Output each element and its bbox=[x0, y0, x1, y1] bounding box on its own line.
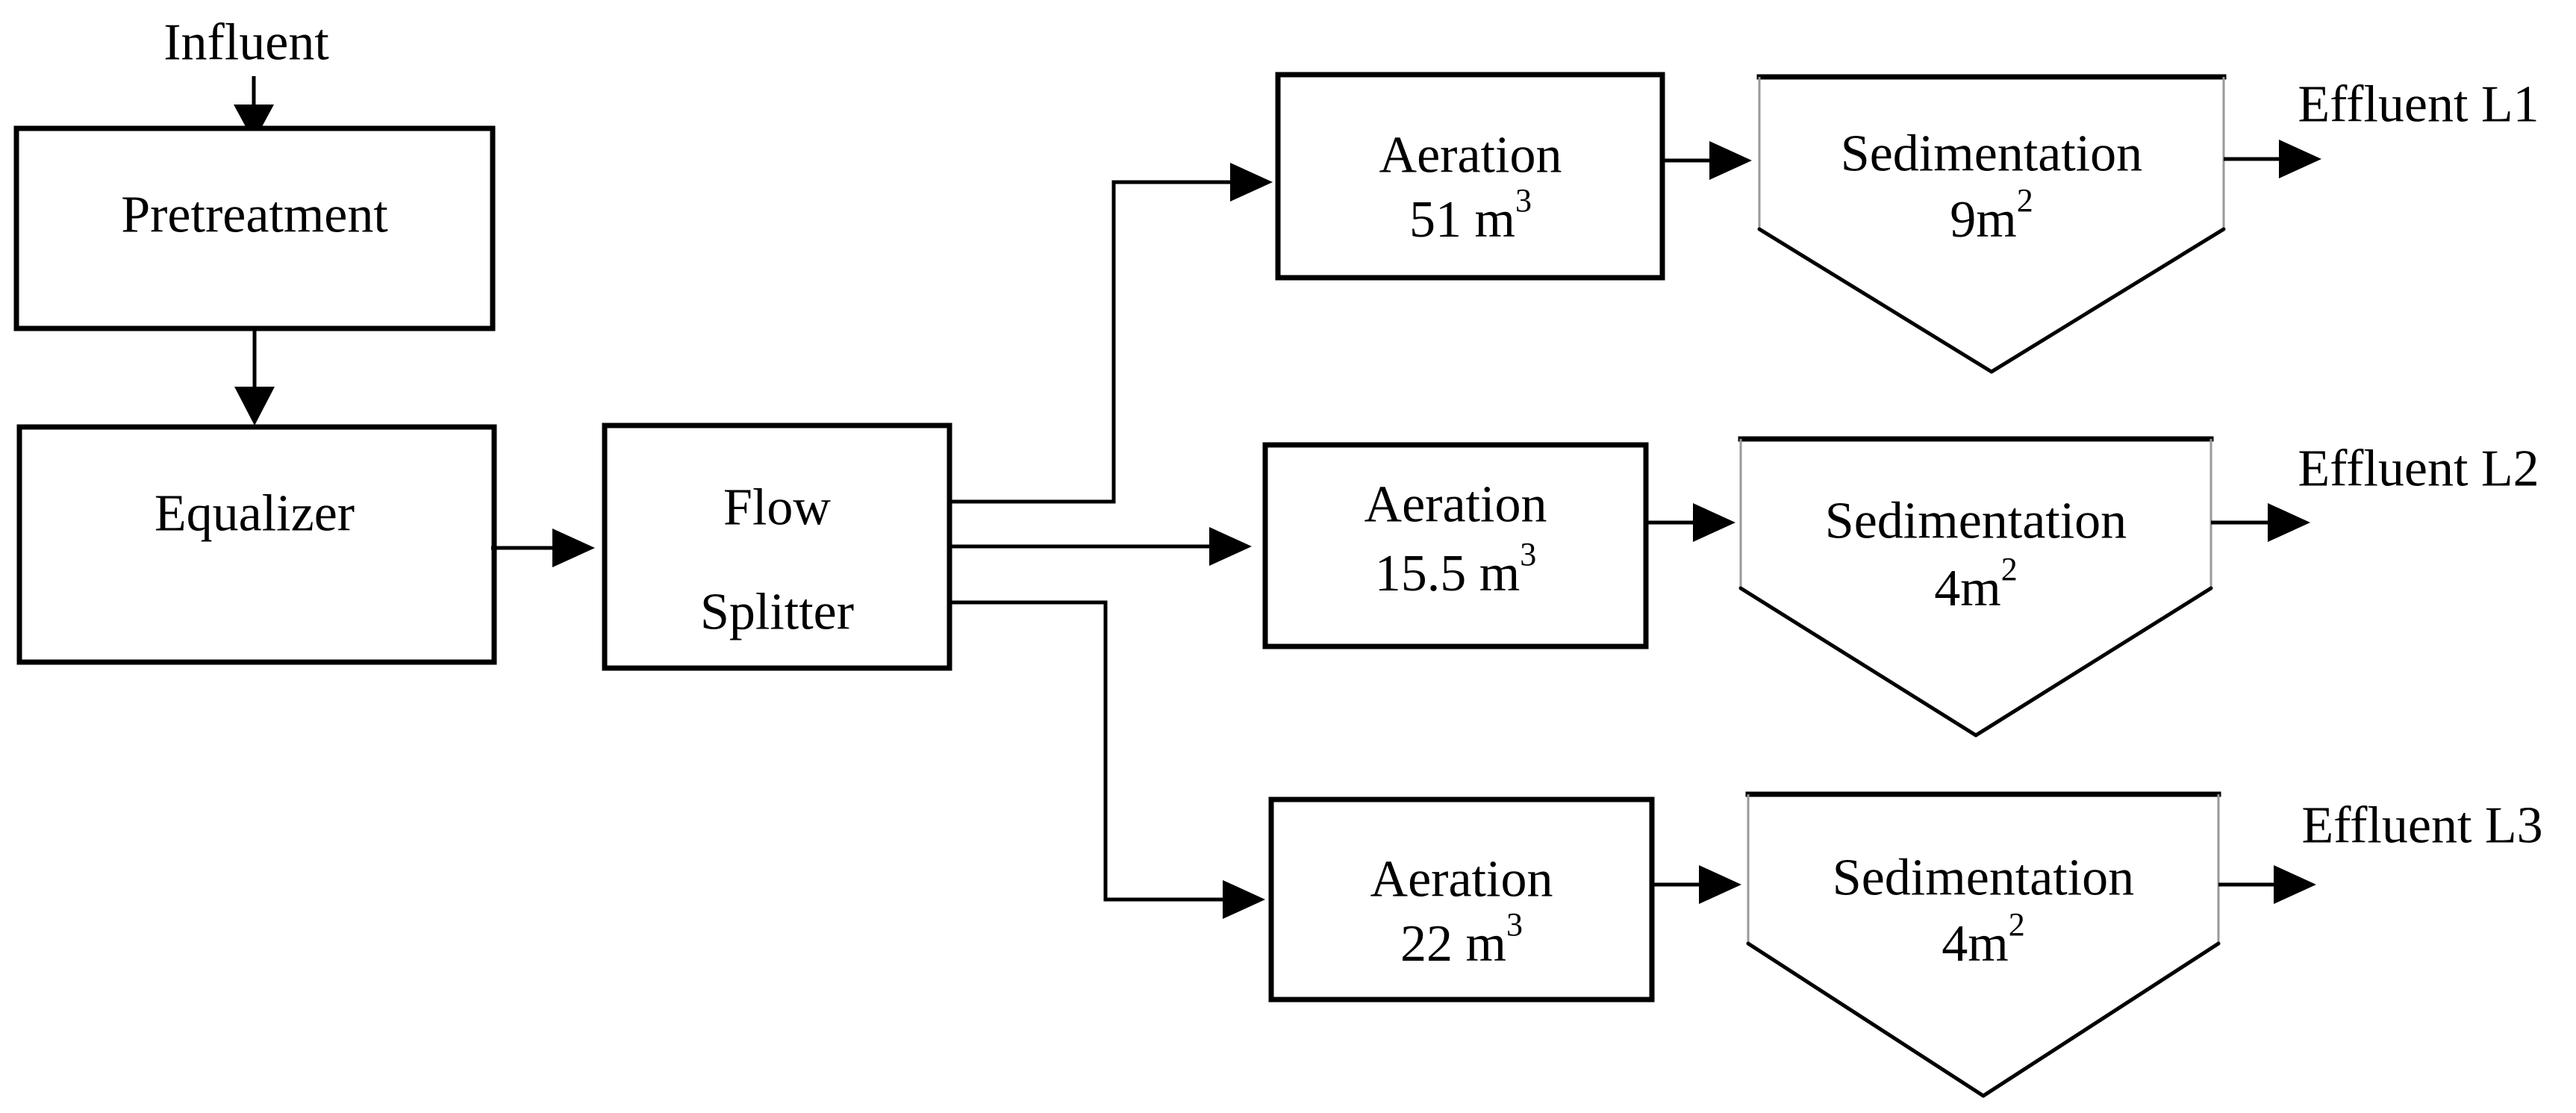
effluent-label-line2: Effluent L2 bbox=[2298, 440, 2539, 498]
aeration-volume-exponent: 3 bbox=[1515, 182, 1532, 219]
sedimentation-label-line2: Sedimentation bbox=[1825, 493, 2127, 550]
pretreatment-box bbox=[13, 125, 496, 331]
sedimentation-label-line3: Sedimentation bbox=[1833, 849, 2134, 907]
flow-splitter-node: Flow Splitter bbox=[602, 423, 952, 671]
effluent-connector-line3 bbox=[2218, 865, 2316, 904]
arrowhead-right-icon bbox=[552, 529, 595, 567]
equalizer-node: Equalizer bbox=[16, 424, 497, 665]
aeration-volume-exponent: 3 bbox=[1506, 906, 1523, 943]
treatment-line-2: Aeration 15.5 m3 Sedimentation 4m2 Efflu… bbox=[1262, 436, 2539, 738]
flow-splitter-box bbox=[602, 423, 952, 671]
arrowhead-right-icon bbox=[1209, 527, 1252, 566]
sedimentation-label-line1: Sedimentation bbox=[1841, 125, 2142, 183]
sedimentation-area-line3: 4m2 bbox=[1942, 906, 2024, 973]
effluent-label-line3: Effluent L3 bbox=[2301, 797, 2542, 855]
aeration-volume-line1: 51 m3 bbox=[1409, 182, 1532, 249]
arrowhead-right-icon bbox=[1693, 503, 1735, 542]
effluent-connector-line2 bbox=[2211, 503, 2310, 542]
splitter-to-aeration1-connector bbox=[949, 163, 1273, 504]
sedimentation-tank-line2: Sedimentation 4m2 bbox=[1738, 436, 2214, 738]
aeration-volume-value: 22 m bbox=[1400, 915, 1506, 973]
aeration-volume-line2: 15.5 m3 bbox=[1375, 536, 1536, 602]
sedimentation-hopper-right-edge bbox=[1989, 227, 2226, 374]
treatment-line-1: Aeration 51 m3 Sedimentation 9m2 Effluen… bbox=[1275, 72, 2539, 374]
arrowhead-down-icon bbox=[234, 387, 275, 425]
aeration-volume-value: 51 m bbox=[1409, 191, 1515, 249]
aeration1-to-sedimentation1-connector bbox=[1662, 141, 1752, 180]
connector-line bbox=[949, 600, 1224, 902]
influent-label: Influent bbox=[163, 14, 329, 72]
sedimentation-area-line2: 4m2 bbox=[1934, 551, 2017, 617]
arrowhead-down-icon bbox=[234, 105, 274, 142]
sedimentation-area-value: 4m bbox=[1934, 560, 2000, 617]
arrowhead-right-icon bbox=[2274, 865, 2316, 904]
sedimentation-shape-line1 bbox=[1759, 77, 2224, 372]
effluent-label-line1: Effluent L1 bbox=[2298, 76, 2539, 134]
connector-line bbox=[949, 180, 1232, 504]
sedimentation-tank-line3: Sedimentation 4m2 bbox=[1745, 791, 2221, 1098]
equalizer-to-splitter-connector bbox=[491, 529, 595, 567]
arrowhead-right-icon bbox=[2268, 503, 2310, 542]
arrowhead-right-icon bbox=[1709, 141, 1752, 180]
aeration2-to-sedimentation2-connector bbox=[1646, 503, 1735, 542]
sedimentation-area-exponent: 2 bbox=[2009, 906, 2025, 943]
flow-splitter-label-line2: Splitter bbox=[700, 584, 854, 641]
aeration-box-line1 bbox=[1275, 72, 1665, 281]
splitter-to-aeration2-connector bbox=[949, 527, 1252, 566]
aeration-box-line3 bbox=[1268, 796, 1655, 1003]
aeration3-to-sedimentation3-connector bbox=[1652, 865, 1741, 904]
aeration-label-line1: Aeration bbox=[1379, 127, 1562, 184]
arrowhead-right-icon bbox=[1699, 865, 1741, 904]
sedimentation-hopper-left-edge bbox=[1757, 227, 1994, 374]
flow-splitter-label-line1: Flow bbox=[723, 479, 831, 537]
sedimentation-tank-line1: Sedimentation 9m2 bbox=[1756, 74, 2227, 374]
arrowhead-right-icon bbox=[1223, 880, 1265, 919]
sedimentation-hopper-right-edge bbox=[1974, 586, 2213, 738]
sedimentation-area-exponent: 2 bbox=[2001, 551, 2018, 587]
sedimentation-area-line1: 9m2 bbox=[1950, 182, 2033, 249]
pretreatment-to-equalizer-connector bbox=[234, 328, 275, 425]
arrowhead-right-icon bbox=[1230, 163, 1273, 202]
effluent-connector-line1 bbox=[2224, 140, 2321, 178]
sedimentation-hopper-right-edge bbox=[1981, 941, 2221, 1098]
equalizer-label: Equalizer bbox=[155, 485, 355, 543]
pretreatment-label: Pretreatment bbox=[121, 187, 388, 244]
splitter-to-aeration3-connector bbox=[949, 600, 1265, 919]
influent-source: Influent bbox=[163, 14, 329, 142]
arrowhead-right-icon bbox=[2279, 140, 2321, 178]
sedimentation-shape-line3 bbox=[1748, 794, 2218, 1096]
sedimentation-area-value: 4m bbox=[1942, 915, 2008, 973]
aeration-volume-exponent: 3 bbox=[1520, 536, 1536, 573]
aeration-volume-value: 15.5 m bbox=[1375, 545, 1520, 602]
sedimentation-hopper-left-edge bbox=[1738, 586, 1978, 738]
sedimentation-hopper-left-edge bbox=[1746, 941, 1986, 1098]
treatment-line-3: Aeration 22 m3 Sedimentation 4m2 Effluen… bbox=[1268, 791, 2543, 1098]
aeration-label-line3: Aeration bbox=[1370, 851, 1553, 908]
aeration-label-line2: Aeration bbox=[1365, 476, 1547, 534]
sedimentation-area-value: 9m bbox=[1950, 191, 2016, 249]
aeration-box-line2 bbox=[1262, 442, 1649, 649]
equalizer-box bbox=[16, 424, 497, 665]
aeration-volume-line3: 22 m3 bbox=[1400, 906, 1523, 973]
pretreatment-node: Pretreatment bbox=[13, 125, 496, 331]
sedimentation-area-exponent: 2 bbox=[2017, 182, 2033, 219]
